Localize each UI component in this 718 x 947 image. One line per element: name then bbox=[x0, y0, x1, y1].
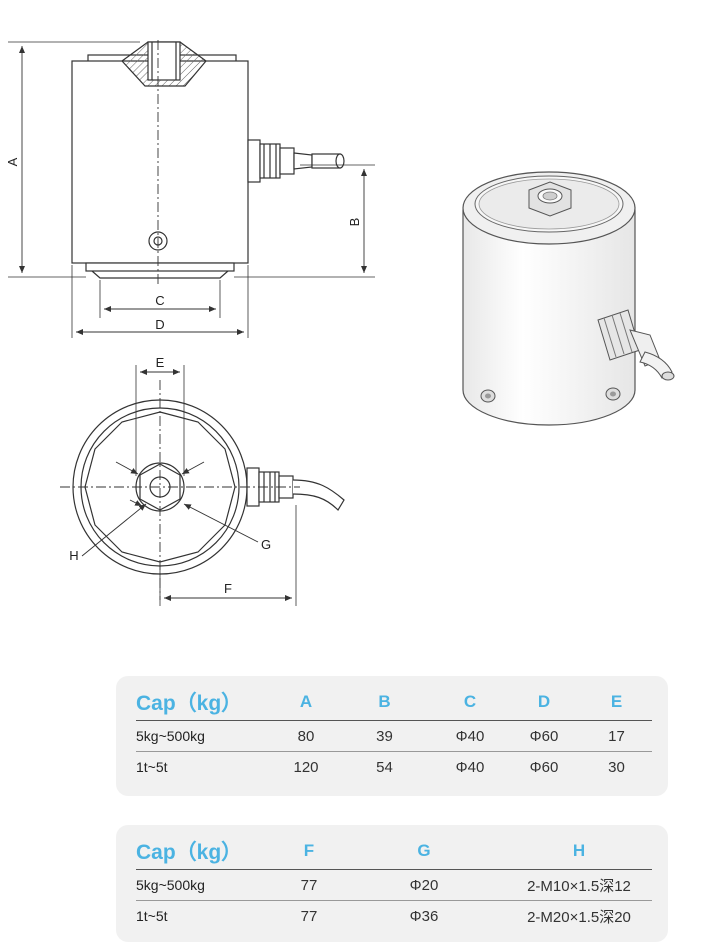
dim-label-g: G bbox=[261, 537, 271, 552]
spec-table-2-header: Cap（kg） F G H bbox=[136, 833, 652, 870]
table-cell: 1t~5t bbox=[136, 908, 168, 924]
header-f: F bbox=[276, 833, 342, 870]
table-cell: 77 bbox=[300, 907, 318, 925]
table-cell: Φ60 bbox=[529, 758, 559, 776]
header-cap: Cap（kg） bbox=[136, 833, 276, 870]
spec-table-2-card: Cap（kg） F G H 5kg~500kg 77 Φ20 2-M10×1.5… bbox=[116, 825, 668, 942]
spec-table-2: Cap（kg） F G H 5kg~500kg 77 Φ20 2-M10×1.5… bbox=[136, 833, 652, 931]
table-cell: 1t~5t bbox=[136, 759, 168, 775]
table-cell: 54 bbox=[376, 758, 393, 776]
header-h: H bbox=[506, 833, 652, 870]
table-cell: Φ60 bbox=[507, 720, 581, 752]
table-row: 5kg~500kg 77 Φ20 2-M10×1.5深12 bbox=[136, 869, 652, 901]
header-c: C bbox=[433, 684, 507, 721]
table-cell: 120 bbox=[293, 758, 319, 776]
table-cell: 39 bbox=[336, 720, 433, 752]
header-a: A bbox=[276, 684, 336, 721]
header-cap: Cap（kg） bbox=[136, 684, 276, 721]
header-e: E bbox=[581, 684, 652, 721]
load-cell-3d-render bbox=[462, 171, 675, 426]
table-cell: 30 bbox=[608, 758, 625, 776]
dim-label-f: F bbox=[224, 581, 232, 596]
front-view bbox=[8, 40, 375, 338]
technical-drawing: A B C D E F G H bbox=[5, 40, 675, 606]
table-cell: Φ40 bbox=[455, 758, 485, 776]
dim-label-b: B bbox=[347, 218, 362, 227]
dim-label-a: A bbox=[5, 157, 20, 166]
table-cell: Φ40 bbox=[433, 720, 507, 752]
top-view bbox=[60, 365, 345, 606]
header-g: G bbox=[342, 833, 506, 870]
dim-label-c: C bbox=[155, 293, 164, 308]
dim-label-d: D bbox=[155, 317, 164, 332]
table-row: 1t~5t 77 Φ36 2-M20×1.5深20 bbox=[136, 901, 652, 932]
dim-label-e: E bbox=[156, 355, 165, 370]
table-cell: 5kg~500kg bbox=[136, 720, 276, 752]
table-cell: 77 bbox=[276, 869, 342, 901]
table-cell: 80 bbox=[276, 720, 336, 752]
spec-table-1-header: Cap（kg） A B C D E bbox=[136, 684, 652, 721]
table-cell: 17 bbox=[581, 720, 652, 752]
header-d: D bbox=[507, 684, 581, 721]
table-row: 1t~5t 120 54 Φ40 Φ60 30 bbox=[136, 752, 652, 783]
table-cell: Φ36 bbox=[409, 907, 439, 925]
spec-table-1: Cap（kg） A B C D E 5kg~500kg 80 39 Φ40 Φ6… bbox=[136, 684, 652, 782]
header-b: B bbox=[336, 684, 433, 721]
dim-label-h: H bbox=[69, 548, 78, 563]
table-cell: 5kg~500kg bbox=[136, 869, 276, 901]
spec-table-1-card: Cap（kg） A B C D E 5kg~500kg 80 39 Φ40 Φ6… bbox=[116, 676, 668, 796]
table-cell: 2-M20×1.5深20 bbox=[527, 908, 631, 926]
table-row: 5kg~500kg 80 39 Φ40 Φ60 17 bbox=[136, 720, 652, 752]
table-cell: Φ20 bbox=[342, 869, 506, 901]
table-cell: 2-M10×1.5深12 bbox=[506, 869, 652, 901]
